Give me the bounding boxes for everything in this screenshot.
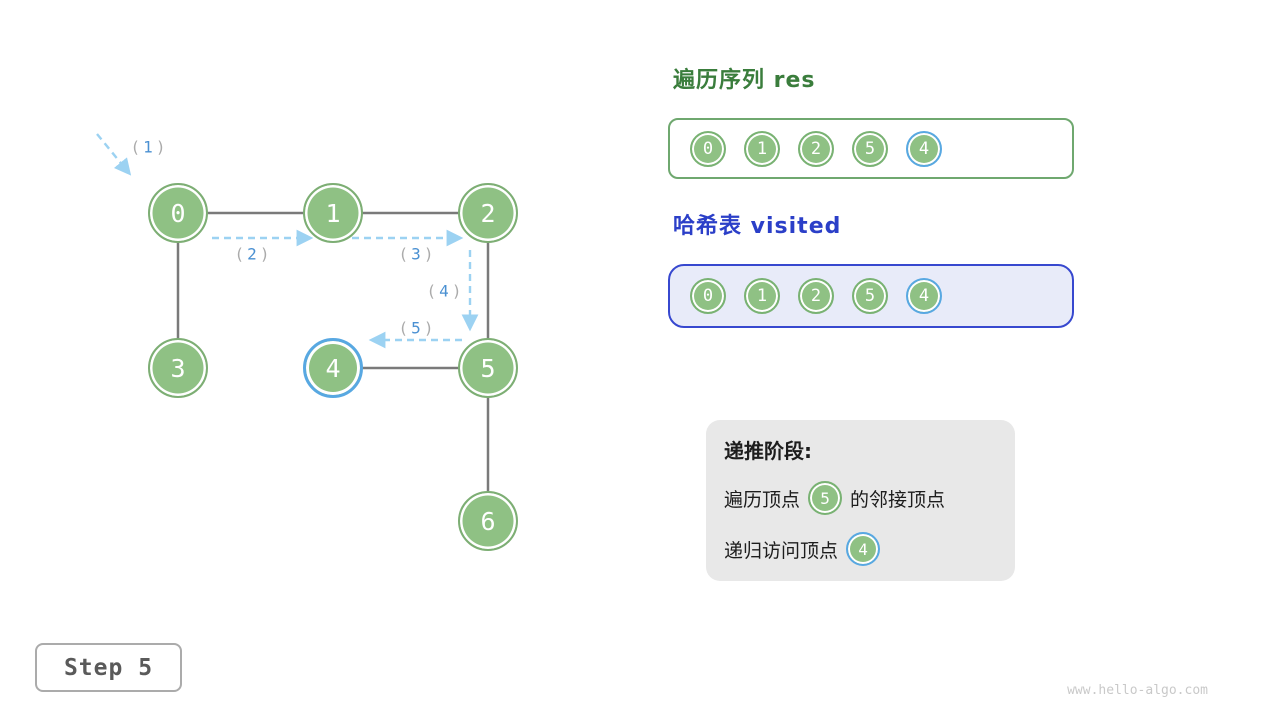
paren-open: ( [398,318,409,338]
graph-node-5: 5 [458,338,518,398]
res-item: 0 [690,130,726,167]
phase-line-2: 递归访问顶点 4 [724,532,997,566]
visited-set-container: 0 1 2 5 4 [668,264,1074,328]
phase-line-1-pre: 遍历顶点 [724,488,801,511]
paren-close: ) [423,318,434,338]
arrow-step-label-3: (3) [399,245,434,264]
paren-open: ( [234,244,245,264]
graph-node-1: 1 [303,183,363,243]
watermark: www.hello-algo.com [1067,683,1208,698]
visited-panel-title: 哈希表 visited [673,214,842,239]
res-item-highlighted: 4 [906,130,942,167]
graph-node-3: 3 [148,338,208,398]
step-number: 5 [411,318,421,338]
arrow-step-1 [96,133,132,176]
paren-close: ) [423,244,434,264]
arrow-step-label-4: (4) [427,282,462,301]
phase-line-1: 遍历顶点 5 的邻接顶点 [724,481,997,515]
phase-line-1-post: 的邻接顶点 [850,488,946,511]
graph-node-6: 6 [458,491,518,551]
phase-title: 递推阶段: [724,439,812,463]
graph-node-4-highlighted: 4 [303,338,363,398]
step-number: 3 [411,244,421,264]
res-item: 5 [852,130,888,167]
step-number: 4 [439,281,449,301]
visited-item: 2 [798,278,834,314]
step-number: 1 [143,137,153,157]
graph-node-0: 0 [148,183,208,243]
paren-open: ( [130,137,141,157]
res-item: 2 [798,130,834,167]
step-indicator: Step 5 [35,643,182,692]
phase-line-2-node-highlighted: 4 [846,532,881,566]
arrow-step-label-5: (5) [399,319,434,338]
phase-line-1-node: 5 [808,481,843,515]
phase-line-2-pre: 递归访问顶点 [724,539,839,562]
arrow-step-label-1: (1) [131,138,166,157]
paren-close: ) [259,244,270,264]
phase-info-box: 递推阶段: 遍历顶点 5 的邻接顶点 递归访问顶点 4 [706,420,1015,581]
arrow-step-label-2: (2) [235,245,270,264]
traversal-arrows [96,133,479,349]
visited-item: 0 [690,278,726,314]
paren-open: ( [426,281,437,301]
visited-item: 5 [852,278,888,314]
res-sequence-container: 0 1 2 5 4 [668,118,1074,179]
res-panel-title: 遍历序列 res [673,68,816,93]
visited-item-highlighted: 4 [906,278,942,314]
res-item: 1 [744,130,780,167]
step-number: 2 [247,244,257,264]
paren-close: ) [451,281,462,301]
paren-close: ) [155,137,166,157]
graph-node-2: 2 [458,183,518,243]
paren-open: ( [398,244,409,264]
visited-item: 1 [744,278,780,314]
